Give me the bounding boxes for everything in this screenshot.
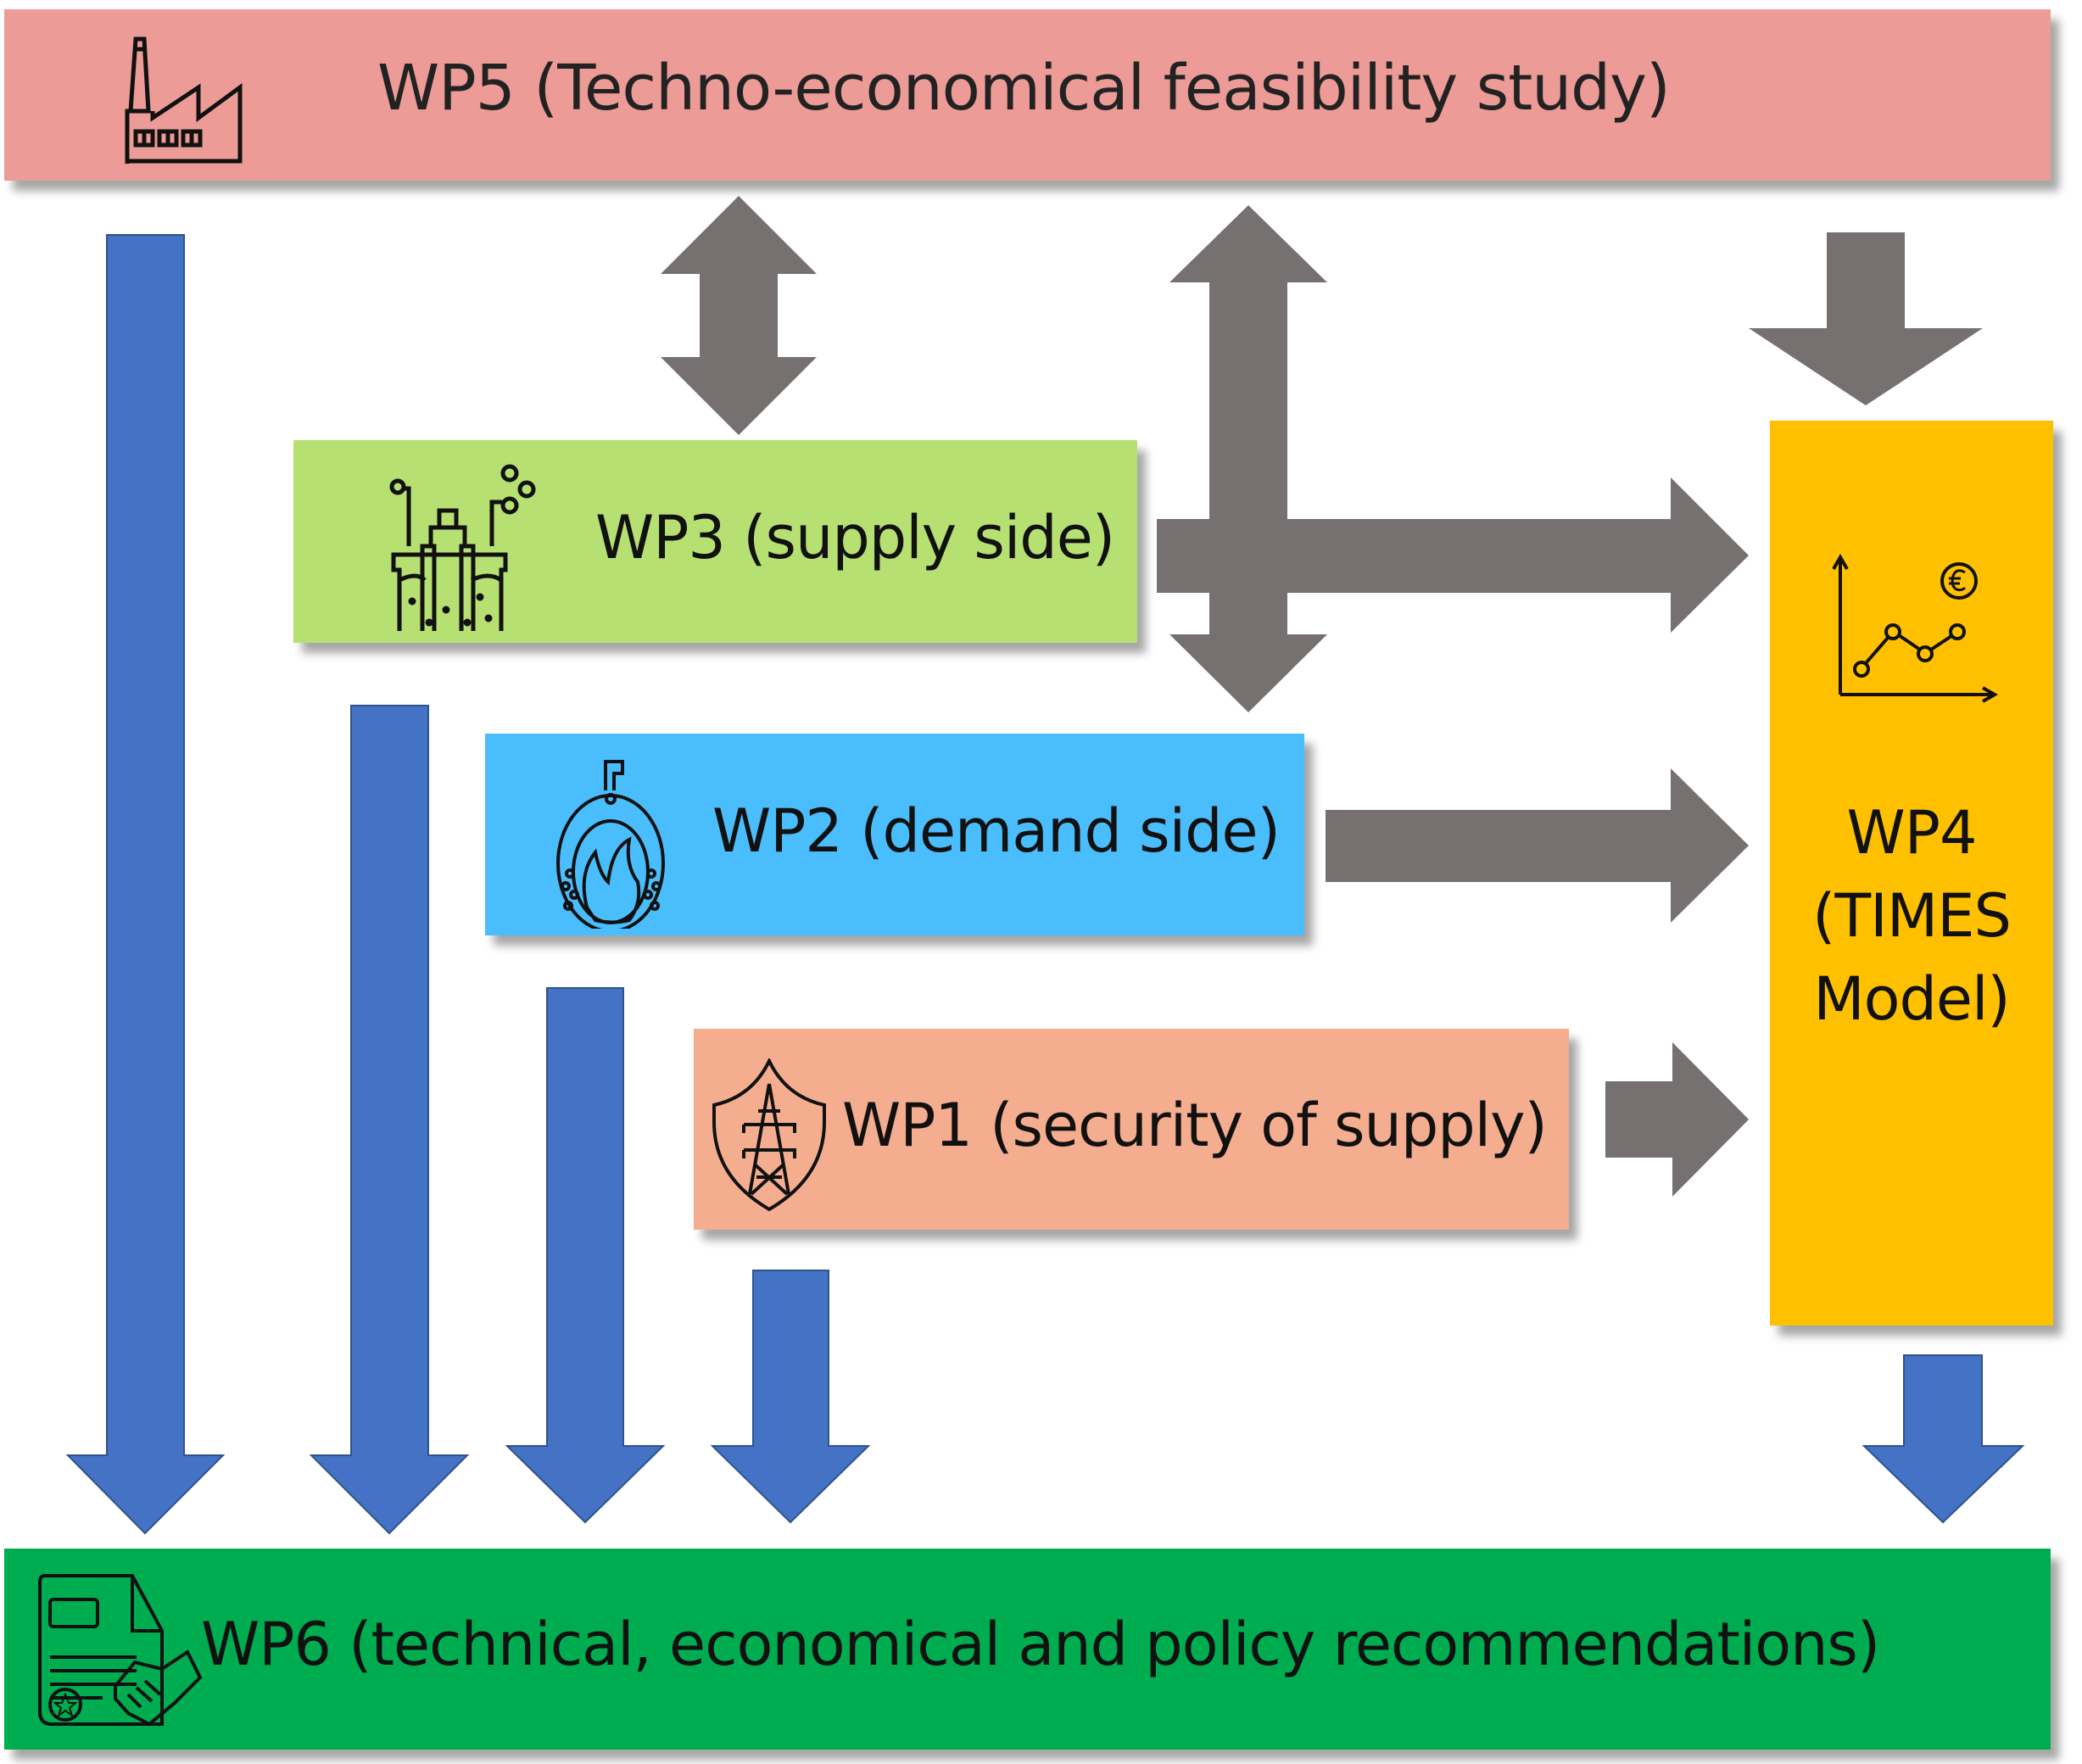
wp6-box[interactable]: WP6 (technical, economical and policy re… [4,1549,2051,1750]
wp4-label-line-3: Model) [1813,964,2010,1034]
line-chart-euro-icon [1832,553,1999,703]
wp2-box[interactable]: WP2 (demand side) [485,734,1304,935]
document-handshake-icon [38,1574,203,1727]
wp4-label-line-2: (TIMES [1812,881,2012,951]
arrow-wp2-to-wp6 [505,987,666,1524]
wp2-label: WP2 (demand side) [712,796,1281,866]
wp5-label: WP5 (Techno-economical feasibility study… [377,52,1671,125]
furnace-flame-icon [556,760,665,929]
arrow-wp5-wp2-bidirectional [1169,205,1327,712]
chemistry-reactor-icon [389,464,536,631]
arrow-wp5-to-wp6 [65,234,226,1535]
arrow-wp4-to-wp6 [1862,1354,2025,1524]
wp3-label: WP3 (supply side) [595,503,1115,572]
wp5-box[interactable]: WP5 (Techno-economical feasibility study… [4,9,2051,181]
arrow-wp5-wp3-bidirectional [661,196,817,435]
arrow-wp3-to-wp4 [1157,477,1749,633]
wp1-box[interactable]: WP1 (security of supply) [694,1029,1569,1230]
factory-icon [125,36,243,164]
wp4-box[interactable]: WP4 (TIMES Model) [1770,421,2053,1326]
arrow-wp3-to-wp6 [309,705,470,1535]
wp1-label: WP1 (security of supply) [842,1091,1548,1160]
arrow-wp5-to-wp4 [1749,232,1983,405]
arrow-wp1-to-wp6 [710,1270,871,1524]
wp3-box[interactable]: WP3 (supply side) [293,440,1137,643]
power-tower-shield-icon [712,1058,826,1211]
arrow-wp1-to-wp4 [1605,1042,1749,1197]
wp6-label: WP6 (technical, economical and policy re… [201,1610,1880,1679]
wp4-label-line-1: WP4 [1846,798,1978,868]
arrow-wp2-to-wp4 [1326,768,1749,923]
